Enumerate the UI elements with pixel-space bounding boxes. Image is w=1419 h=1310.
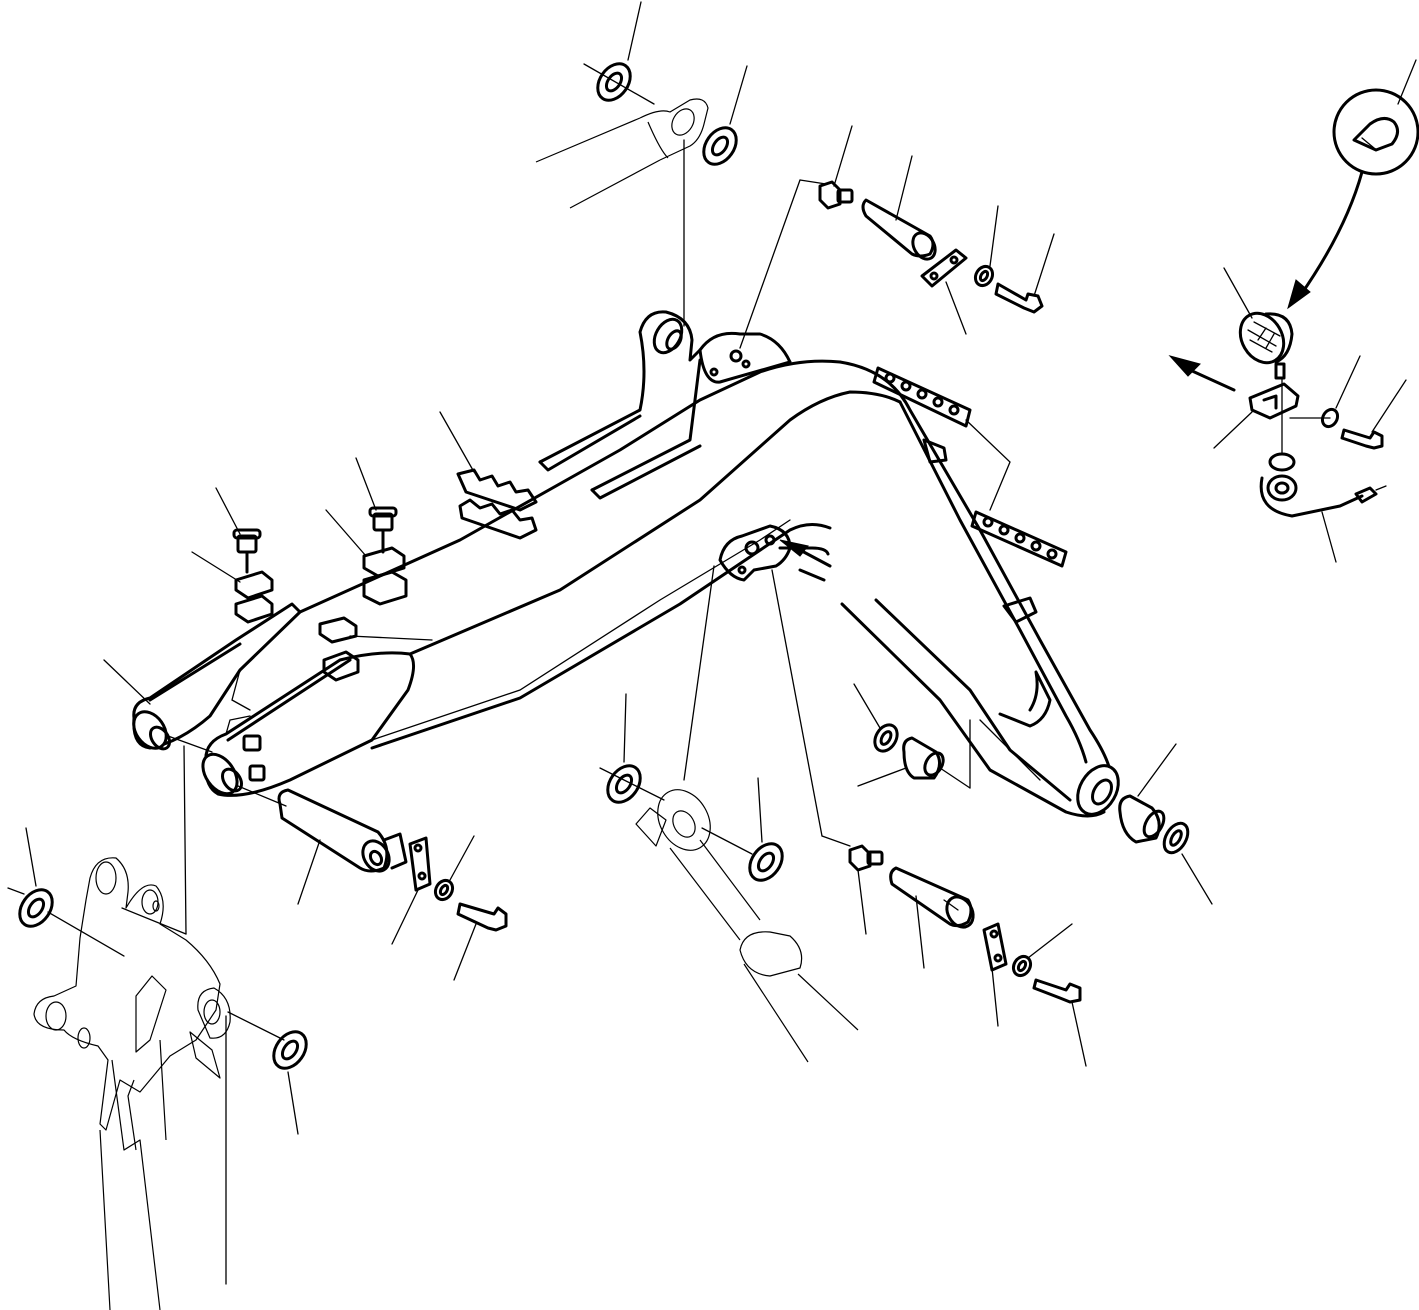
- bulb-icon: [1352, 117, 1399, 152]
- hose-clamp-assembly: [191, 366, 1068, 782]
- boom-cylinder-top-pin-assembly: [771, 569, 1087, 1067]
- boom-foot-pin-assembly: [103, 659, 213, 935]
- arm-cylinder-foot-pin-assembly: [237, 785, 508, 981]
- washer-top-left: [583, 1, 655, 105]
- arm-pin-left-assembly: [739, 125, 1055, 349]
- boom-assembly: [132, 310, 1120, 818]
- direction-arrow-icon: [779, 355, 1236, 568]
- work-light-assembly: [1213, 59, 1419, 563]
- boom-nose-bushing: [853, 683, 1213, 905]
- washer-top-right: [702, 65, 748, 166]
- arm-cylinder-phantom: [535, 98, 709, 327]
- boom-cylinder-phantom: [599, 565, 859, 1063]
- bucket-link-phantom: [7, 827, 308, 1310]
